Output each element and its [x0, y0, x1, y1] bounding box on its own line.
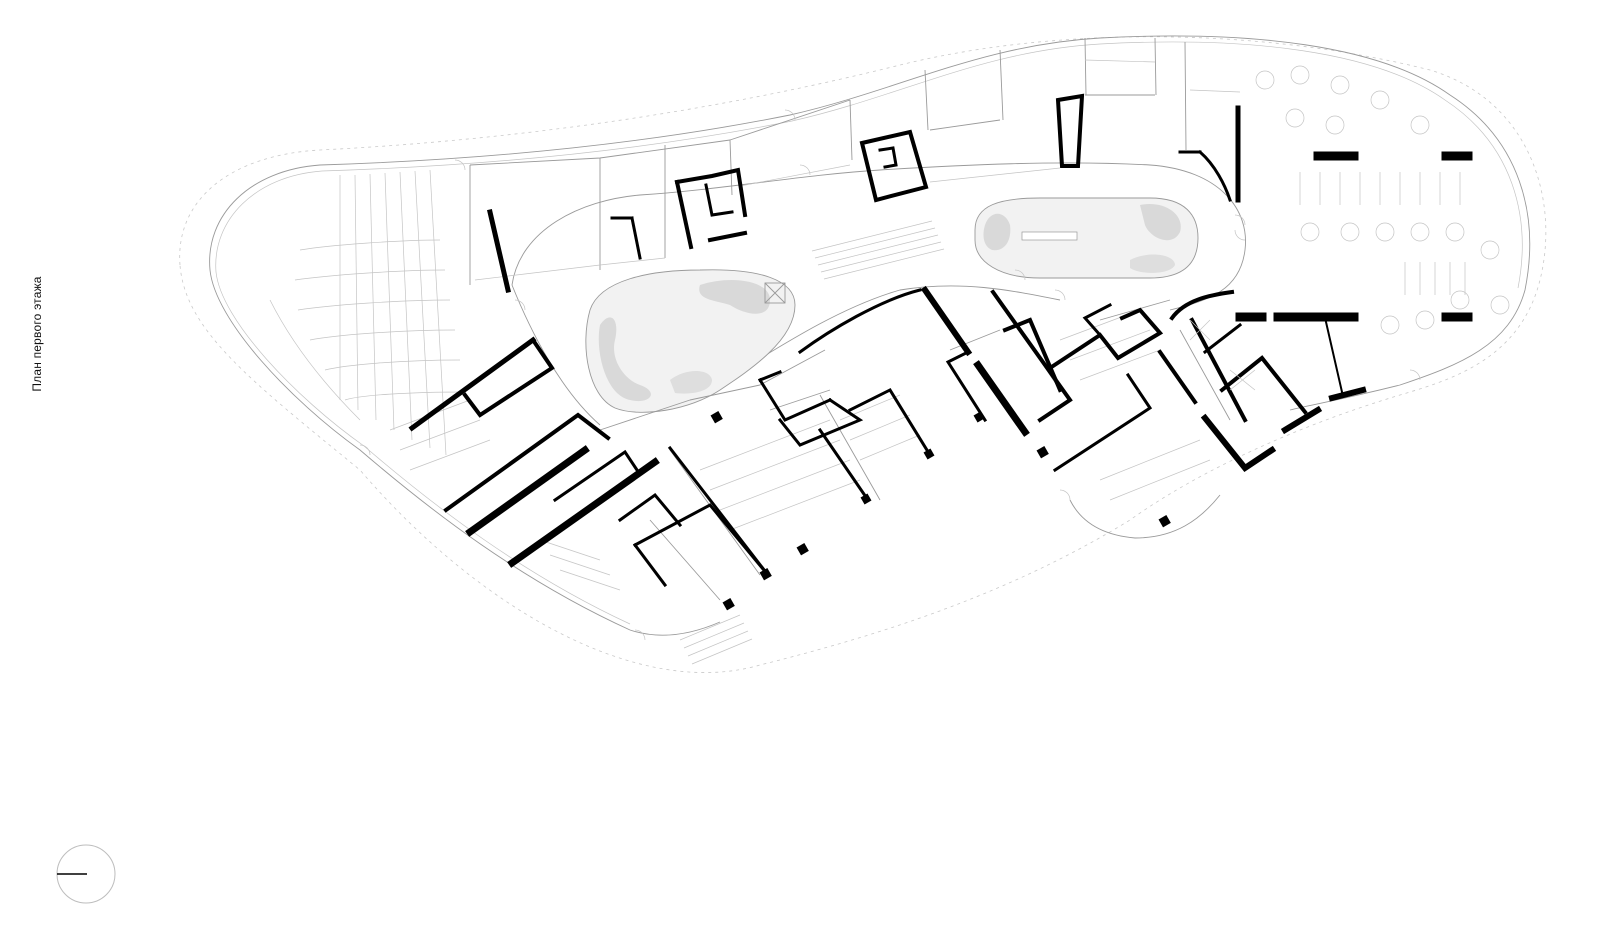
- door-swings: [359, 109, 1421, 641]
- elevator-symbols: [764, 282, 1256, 391]
- building-outline-south: [209, 269, 721, 636]
- courtyard-west-planting: [598, 317, 651, 402]
- building-outline: [209, 35, 1531, 411]
- site-boundary: [179, 36, 1547, 673]
- courtyard-east-planting-2: [1140, 204, 1181, 241]
- structural-columns: [710, 411, 1171, 611]
- courtyard-west-planting-3: [670, 371, 712, 394]
- courtyard-east-planting: [983, 213, 1011, 251]
- cafe-tables: [1255, 65, 1510, 335]
- building-outline-inner: [215, 41, 1523, 289]
- auditorium-seating: [269, 169, 466, 456]
- courtyard-ring: [511, 162, 1246, 311]
- north-arrow-icon: [56, 844, 116, 904]
- stairs: [679, 220, 945, 665]
- courtyard-east-bench: [1021, 231, 1078, 241]
- courtyard-west-planting-2: [699, 280, 770, 314]
- structural-walls: [408, 93, 1473, 588]
- east-wing-outline: [1069, 494, 1221, 539]
- courtyard-east-planting-3: [1130, 254, 1175, 273]
- north-rooms: [469, 37, 1241, 285]
